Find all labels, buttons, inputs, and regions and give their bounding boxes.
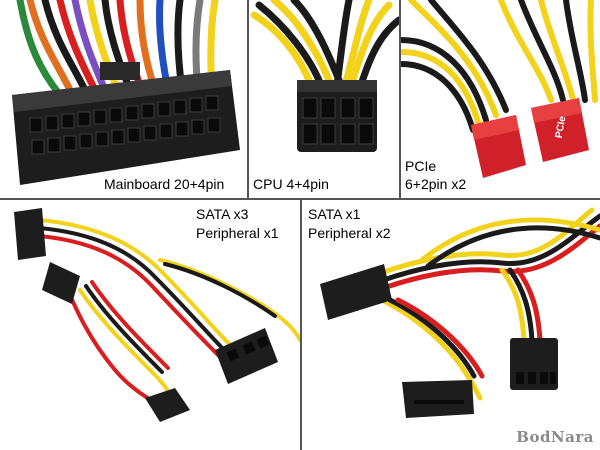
cpu-connector-photo — [250, 0, 399, 152]
divider-bottom — [300, 200, 302, 450]
sata-a-label-line1: SATA x3 — [196, 206, 249, 222]
cpu-label: CPU 4+4pin — [253, 176, 329, 192]
sata-b-label-line1: SATA x1 — [308, 206, 361, 222]
panel-sata-peripheral-b: SATA x1 Peripheral x2 BodNara — [302, 200, 600, 450]
panel-pcie-connector: PCIe PCIe 6+2pin x2 — [401, 0, 600, 198]
panel-mainboard-connector: Mainboard 20+4pin — [0, 0, 247, 198]
divider-horizontal — [0, 198, 600, 200]
divider-top-left — [247, 0, 249, 198]
pcie-label-line1: PCIe — [405, 158, 437, 174]
sata-b-label-line2: Peripheral x2 — [308, 225, 391, 241]
watermark-logo: BodNara — [516, 428, 594, 446]
sata-a-label-line2: Peripheral x1 — [196, 225, 279, 241]
mainboard-label: Mainboard 20+4pin — [104, 176, 225, 192]
pcie-connector-photo: PCIe — [401, 0, 598, 178]
pcie-label-line2: 6+2pin x2 — [405, 176, 467, 192]
sata-cable-a-photo — [14, 208, 300, 422]
mainboard-connector-photo — [12, 0, 240, 185]
pcie-connector-mark: PCIe — [554, 115, 569, 139]
panel-sata-peripheral-a: SATA x3 Peripheral x1 — [0, 200, 300, 450]
divider-top-right — [399, 0, 401, 198]
panel-cpu-connector: CPU 4+4pin — [249, 0, 399, 198]
sata-cable-b-photo — [320, 207, 600, 418]
